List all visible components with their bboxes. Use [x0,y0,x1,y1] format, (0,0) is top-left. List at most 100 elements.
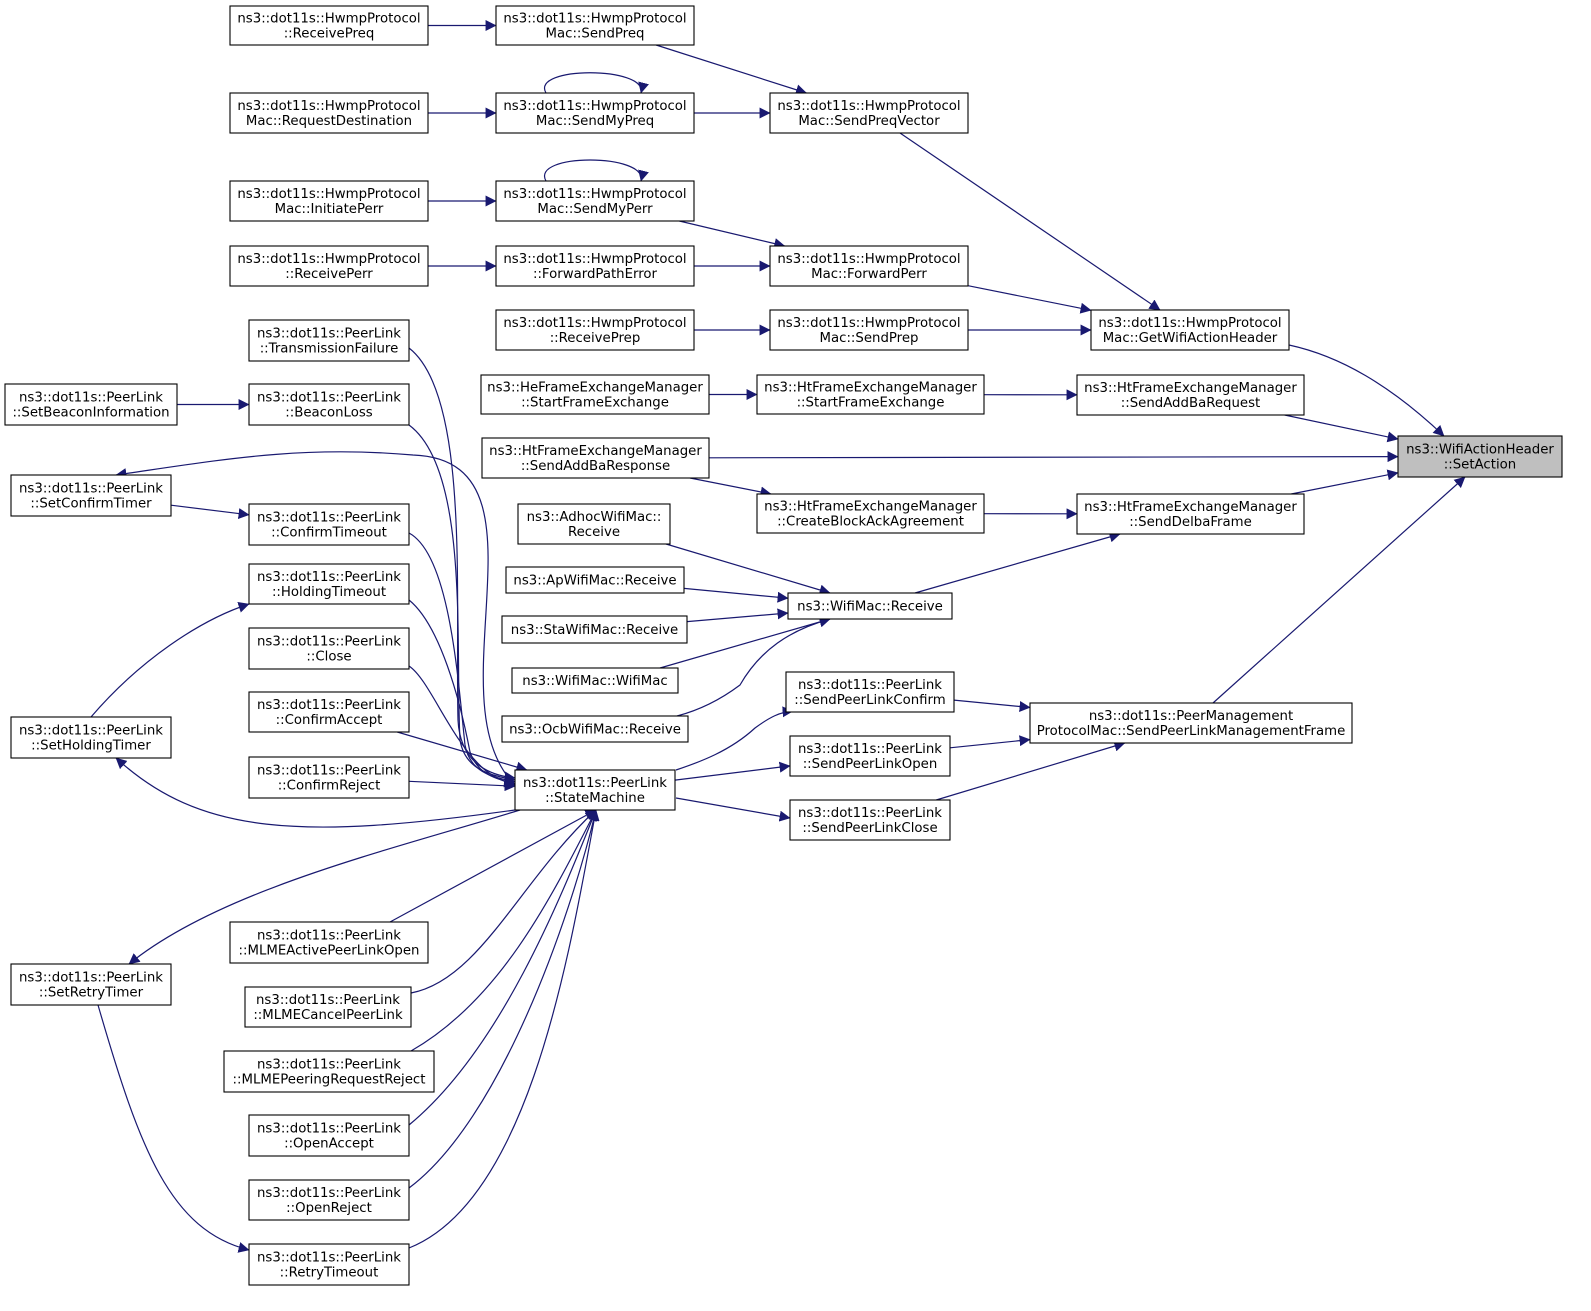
node-sendpeerlinkmgmt[interactable]: ns3::dot11s::PeerManagementProtocolMac::… [1029,702,1353,744]
edge-sendpeerlinkclose-to-sendpeerlinkmgmt [936,740,1126,801]
node-label-line: ns3::dot11s::PeerLink [19,724,163,739]
node-apreceive[interactable]: ns3::ApWifiMac::Receive [505,566,685,594]
edge-statemachine-to-sendpeerlinkconfirm [675,706,794,771]
node-requestdestination[interactable]: ns3::dot11s::HwmpProtocolMac::RequestDes… [229,92,429,134]
node-sendpeerlinkopen[interactable]: ns3::dot11s::PeerLink::SendPeerLinkOpen [789,735,951,777]
node-label-line: ns3::HtFrameExchangeManager [1084,381,1297,396]
edge-sendpreq-to-sendpreqvector [655,44,807,96]
node-initiateperr[interactable]: ns3::dot11s::HwmpProtocolMac::InitiatePe… [229,180,429,222]
node-htsendaddbaresponse[interactable]: ns3::HtFrameExchangeManager::SendAddBaRe… [481,437,710,479]
node-label-line: ns3::AdhocWifiMac:: [527,510,662,525]
node-confirmaccept[interactable]: ns3::dot11s::PeerLink::ConfirmAccept [248,691,410,733]
node-htsenddelbaframe[interactable]: ns3::HtFrameExchangeManager::SendDelbaFr… [1076,493,1305,535]
node-statemachine[interactable]: ns3::dot11s::PeerLink::StateMachine [514,769,676,811]
node-setaction[interactable]: ns3::WifiActionHeader::SetAction [1397,435,1563,478]
node-box [1076,493,1305,535]
node-box [756,493,985,534]
node-beaconloss[interactable]: ns3::dot11s::PeerLink::BeaconLoss [248,383,410,426]
node-wifimacctor[interactable]: ns3::WifiMac::WifiMac [511,667,679,694]
node-label-line: Mac::GetWifiActionHeader [1103,331,1278,346]
node-setbeaconinformation[interactable]: ns3::dot11s::PeerLink::SetBeaconInformat… [4,383,178,426]
node-label-line: ::SendAddBaResponse [521,459,670,474]
node-box [10,716,172,759]
node-confirmreject[interactable]: ns3::dot11s::PeerLink::ConfirmReject [248,756,410,799]
edge-mlmeactivepeerlinkopen-to-statemachine [389,809,597,923]
node-box [1397,435,1563,478]
node-receiveprep[interactable]: ns3::dot11s::HwmpProtocol::ReceivePrep [495,309,695,351]
node-label-line: ns3::dot11s::PeerLink [257,570,401,585]
node-box [248,319,410,362]
edge-setholdingtimer-to-holdingtimeout [90,602,250,718]
node-close[interactable]: ns3::dot11s::PeerLink::Close [248,627,410,670]
node-label-line: ::MLMECancelPeerLink [253,1008,403,1023]
node-box [481,437,710,479]
node-ocbreceive[interactable]: ns3::OcbWifiMac::Receive [501,715,689,743]
node-wifimacreceive[interactable]: ns3::WifiMac::Receive [787,592,953,620]
node-box [787,592,953,620]
node-box [248,1114,410,1157]
edge-close-to-statemachine [408,665,516,788]
edge-sendpreqvector-to-getwifiactionheader [899,132,1161,311]
node-receivepreq[interactable]: ns3::dot11s::HwmpProtocol::ReceivePreq [229,5,429,46]
node-label-line: ns3::WifiMac::Receive [797,600,943,615]
node-label-line: ::ConfirmAccept [276,713,383,728]
node-box [501,615,688,644]
edge-adhocreceive-to-wifimacreceive [665,543,831,596]
node-label-line: ns3::HtFrameExchangeManager [489,444,702,459]
node-label-line: ns3::dot11s::HwmpProtocol [1098,316,1281,331]
node-sendpeerlinkclose[interactable]: ns3::dot11s::PeerLink::SendPeerLinkClose [789,799,951,841]
edge-mlmepeeringrequestreject-to-statemachine [410,809,597,1052]
node-setretrytimer[interactable]: ns3::dot11s::PeerLink::SetRetryTimer [10,963,172,1006]
node-stareceive[interactable]: ns3::StaWifiMac::Receive [501,615,688,644]
node-box [495,5,695,46]
node-openaccept[interactable]: ns3::dot11s::PeerLink::OpenAccept [248,1114,410,1157]
edge-ocbreceive-to-wifimacreceive [676,616,831,717]
node-label-line: ::SetBeaconInformation [12,406,169,421]
node-label-line: ns3::dot11s::PeerLink [19,971,163,986]
node-label-line: ns3::dot11s::HwmpProtocol [777,252,960,267]
edge-sendpeerlinkconfirm-to-sendpeerlinkmgmt [953,699,1031,712]
node-sendpreqvector[interactable]: ns3::dot11s::HwmpProtocolMac::SendPreqVe… [769,92,969,134]
node-htcreateblockackagreement[interactable]: ns3::HtFrameExchangeManager::CreateBlock… [756,493,985,534]
node-mlmeactivepeerlinkopen[interactable]: ns3::dot11s::PeerLink::MLMEActivePeerLin… [229,921,429,964]
node-forwardpatherror[interactable]: ns3::dot11s::HwmpProtocol::ForwardPathEr… [495,245,695,287]
node-retrytimeout[interactable]: ns3::dot11s::PeerLink::RetryTimeout [248,1243,410,1286]
node-htsendaddbarequest[interactable]: ns3::HtFrameExchangeManager::SendAddBaRe… [1076,374,1305,416]
node-sendpeerlinkconfirm[interactable]: ns3::dot11s::PeerLink::SendPeerLinkConfi… [785,671,955,713]
node-label-line: Mac::SendPreq [546,27,645,42]
node-label-line: ns3::dot11s::PeerLink [798,806,942,821]
node-receiveperr[interactable]: ns3::dot11s::HwmpProtocol::ReceivePerr [229,245,429,287]
node-box [769,309,969,351]
node-label-line: ns3::dot11s::HwmpProtocol [237,99,420,114]
node-mlmecancelpeerlink[interactable]: ns3::dot11s::PeerLink::MLMECancelPeerLin… [244,986,412,1028]
node-transmissionfailure[interactable]: ns3::dot11s::PeerLink::TransmissionFailu… [248,319,410,362]
node-getwifiactionheader[interactable]: ns3::dot11s::HwmpProtocolMac::GetWifiAct… [1090,309,1290,351]
node-label-line: ns3::HeFrameExchangeManager [487,381,703,396]
node-box [229,245,429,287]
node-setholdingtimer[interactable]: ns3::dot11s::PeerLink::SetHoldingTimer [10,716,172,759]
node-mlmepeeringrequestreject[interactable]: ns3::dot11s::PeerLink::MLMEPeeringReques… [223,1050,435,1093]
node-box [1076,374,1305,416]
node-label-line: Mac::SendMyPerr [537,202,653,217]
node-box [495,180,695,222]
node-openreject[interactable]: ns3::dot11s::PeerLink::OpenReject [248,1179,410,1221]
edge-statemachine-to-sendpeerlinkopen [674,761,791,781]
edge-openaccept-to-statemachine [408,809,598,1126]
node-htstartframeexchange[interactable]: ns3::HtFrameExchangeManager::StartFrameE… [756,374,985,415]
node-label-line: ProtocolMac::SendPeerLinkManagementFrame [1037,724,1346,739]
node-confirmtimeout[interactable]: ns3::dot11s::PeerLink::ConfirmTimeout [248,503,410,546]
node-setconfirmtimer[interactable]: ns3::dot11s::PeerLink::SetConfirmTimer [10,474,172,517]
node-label-line: ns3::dot11s::PeerLink [798,742,942,757]
node-hestartframeexchange[interactable]: ns3::HeFrameExchangeManager::StartFrameE… [480,374,710,415]
node-holdingtimeout[interactable]: ns3::dot11s::PeerLink::HoldingTimeout [248,563,410,605]
node-adhocreceive[interactable]: ns3::AdhocWifiMac::Receive [517,503,671,545]
node-label-line: ns3::dot11s::PeerLink [257,698,401,713]
node-label-line: ns3::dot11s::HwmpProtocol [503,12,686,27]
node-box [4,383,178,426]
node-label-line: Mac::InitiatePerr [275,202,384,217]
node-forwardperr[interactable]: ns3::dot11s::HwmpProtocolMac::ForwardPer… [769,245,969,287]
